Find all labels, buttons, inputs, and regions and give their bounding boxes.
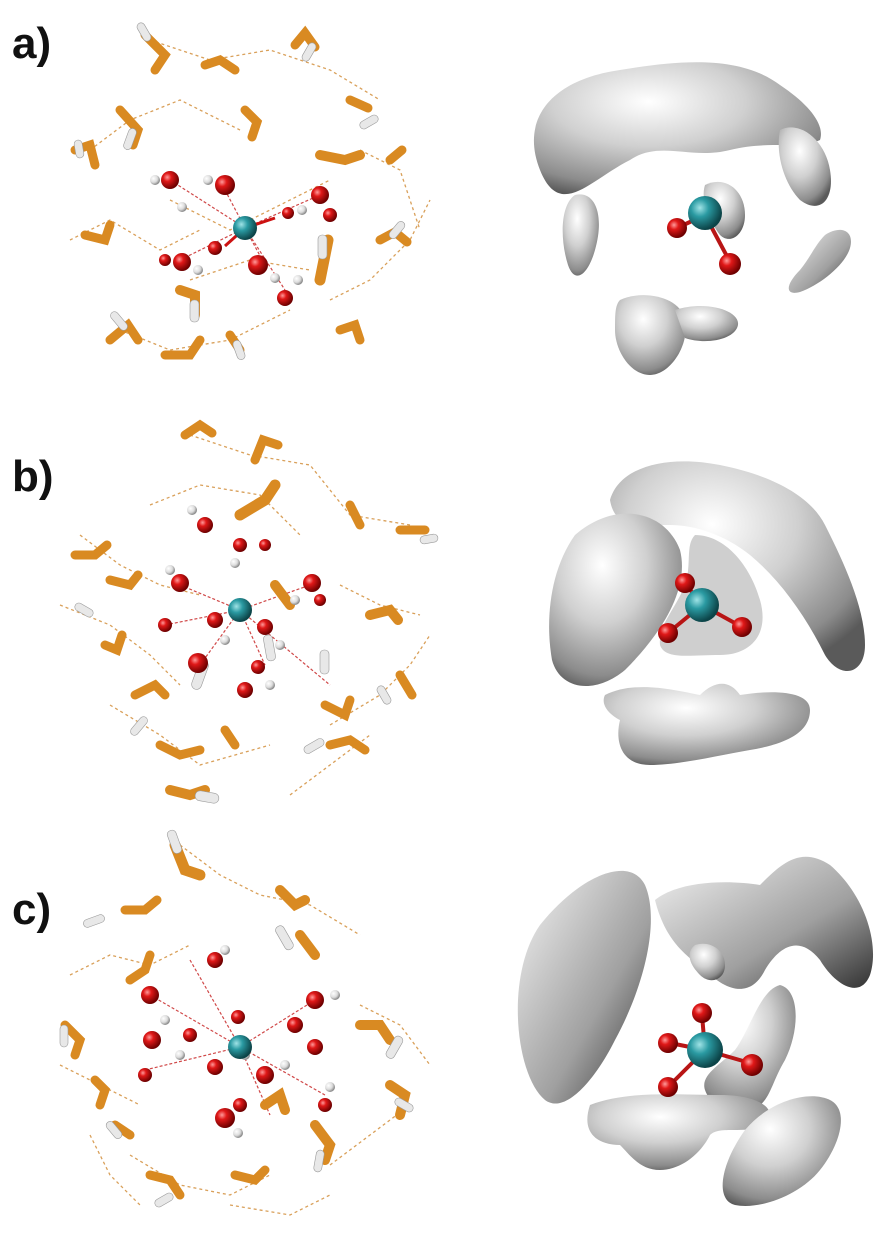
first-shell-oxygens (159, 171, 337, 306)
solvation-density-surface (517, 856, 874, 1206)
first-shell-hydrogens (150, 175, 307, 285)
density-lobe (704, 985, 796, 1112)
density-lobe (533, 62, 821, 195)
density-lobe (778, 127, 831, 206)
central-ion-cluster (667, 196, 741, 275)
water-hydrogens (74, 533, 439, 804)
central-ion (228, 1035, 252, 1059)
density-lobe (655, 856, 874, 989)
solvation-density-surface (533, 62, 851, 375)
water-hydrogens (73, 22, 406, 360)
outer-water-molecules (70, 419, 430, 801)
first-shell-hydrogens (165, 505, 300, 690)
density-lobe (517, 870, 651, 1104)
panel-b: b) (0, 405, 890, 820)
density-lobe (689, 943, 725, 981)
central-ion (228, 598, 252, 622)
central-ion (223, 216, 276, 248)
density-lobe (788, 229, 851, 293)
hbond-network-inner (164, 584, 331, 686)
outer-water-molecules (70, 25, 412, 360)
first-shell-hydrogens (160, 945, 340, 1138)
first-shell-oxygens (158, 517, 326, 698)
panel-c: c) (0, 825, 890, 1233)
water-cluster-stick-model (59, 419, 439, 804)
water-cluster-stick-model (59, 829, 431, 1216)
hydrogen-bond-network (59, 844, 431, 1216)
central-ion-cluster (658, 573, 752, 643)
density-lobe (675, 305, 739, 342)
outer-water-molecules (60, 839, 411, 1200)
panel-label: b) (12, 452, 54, 501)
water-cluster-stick-model (69, 22, 431, 360)
central-ion-cluster (658, 1003, 763, 1097)
density-lobe (722, 1096, 841, 1206)
solvation-density-surface (549, 461, 865, 765)
panel-label: c) (12, 885, 52, 934)
panel-label: a) (12, 19, 52, 68)
density-lobe (615, 295, 686, 375)
first-shell-oxygens (138, 952, 332, 1128)
panel-a: a) (0, 0, 890, 400)
density-lobe (562, 194, 599, 276)
water-hydrogens (59, 829, 414, 1208)
hydrogen-bond-network (69, 39, 431, 351)
density-lobe (603, 683, 810, 765)
density-lobe (587, 1094, 770, 1170)
density-lobe (549, 513, 682, 687)
density-lobe (610, 461, 865, 672)
